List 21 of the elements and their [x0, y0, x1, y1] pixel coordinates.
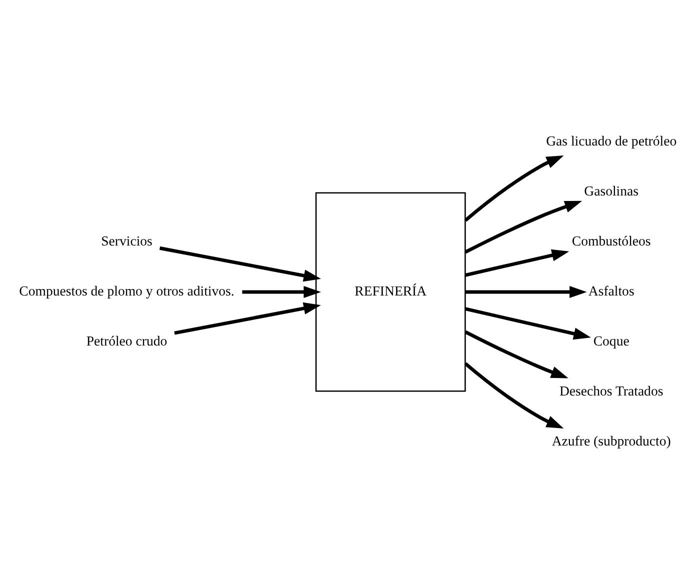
arrow [465, 286, 587, 298]
arrow [174, 302, 321, 335]
arrow [464, 307, 591, 340]
arrow [464, 249, 570, 277]
arrow [464, 200, 582, 254]
node-text: Servicios [101, 233, 152, 248]
node-text: Gas licuado de petróleo [546, 133, 677, 148]
arrow [464, 155, 564, 222]
node-text: Gasolinas [584, 183, 639, 198]
node-text: Petróleo crudo [86, 333, 168, 348]
node-text: Azufre (subproducto) [552, 433, 671, 448]
node-box: REFINERÍA [315, 192, 466, 392]
node-text: Desechos Tratados [559, 383, 664, 398]
node-text: Combustóleos [572, 233, 651, 248]
node-text: Asfaltos [588, 283, 634, 298]
arrow [464, 362, 564, 429]
node-text: Coque [593, 333, 630, 348]
node-text: Compuestos de plomo y otros aditivos. [19, 283, 234, 298]
arrow [242, 286, 321, 298]
arrow [159, 246, 321, 282]
arrow [464, 330, 568, 378]
